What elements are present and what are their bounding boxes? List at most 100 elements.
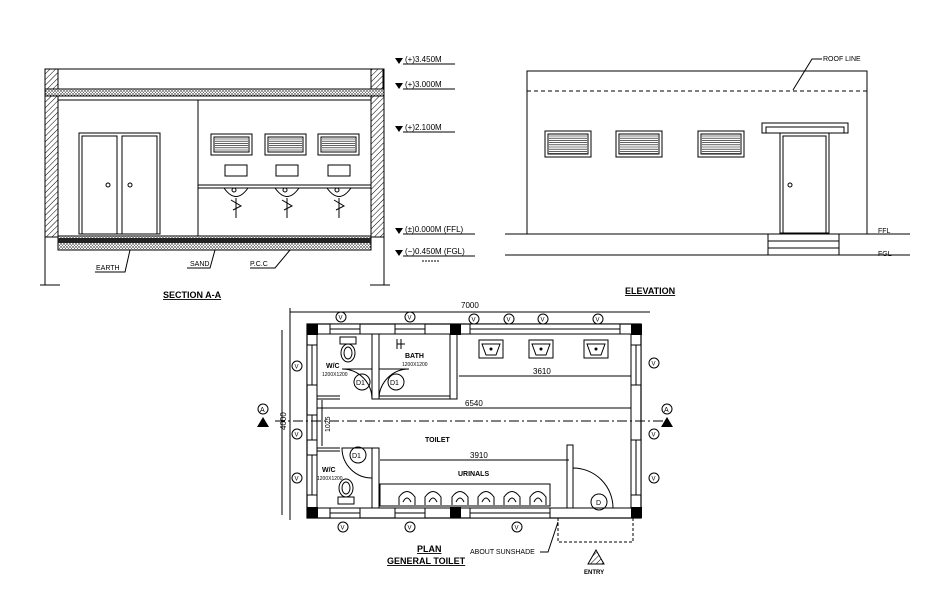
- room-wc-top-size: 1200X1200: [322, 372, 348, 378]
- window-tag-6: V: [592, 313, 604, 325]
- elevation-window-3: [697, 130, 745, 158]
- svg-text:A: A: [664, 407, 669, 414]
- section-mark-left: A: [257, 403, 269, 427]
- svg-text:V: V: [515, 526, 519, 532]
- elevation-door: [761, 122, 849, 256]
- level-5: (−)0.450M (FGL): [405, 247, 465, 256]
- svg-text:V: V: [341, 526, 345, 532]
- dim-urinal-wall: 3910: [470, 451, 488, 460]
- svg-text:V: V: [295, 433, 299, 439]
- svg-text:V: V: [652, 477, 656, 483]
- window-tag-8: V: [291, 428, 303, 440]
- plan-urinal-4: [477, 491, 495, 505]
- elevation-windows: [544, 130, 745, 158]
- label-sand: SAND: [190, 261, 209, 268]
- svg-text:V: V: [408, 526, 412, 532]
- plan-urinal-6: [529, 491, 547, 505]
- plan-title: PLAN: [417, 544, 442, 554]
- svg-text:D: D: [596, 500, 601, 507]
- bath-shower-icon: [396, 339, 405, 349]
- section-a-a: (+)3.450M (+)3.000M (+)2.100M (±)0.000M …: [40, 55, 475, 300]
- plan-basin-3: [583, 339, 609, 359]
- svg-text:V: V: [652, 433, 656, 439]
- dim-corridor: 1025: [325, 416, 332, 432]
- fgl-label: FGL: [878, 251, 892, 258]
- level-4: (±)0.000M (FFL): [405, 225, 464, 234]
- room-wc-bottom-size: 1200X1200: [317, 476, 343, 482]
- svg-text:V: V: [507, 318, 511, 324]
- dim-overall-width: 7000: [461, 301, 479, 310]
- section-double-door: [78, 132, 161, 235]
- elevation: ROOF LINE FFL FGL ELEVATION: [505, 56, 910, 296]
- sunshade-label: ABOUT SUNSHADE: [470, 549, 535, 556]
- entry-label: ENTRY: [584, 570, 604, 576]
- window-tag-14: V: [404, 521, 416, 533]
- window-tag-1: V: [335, 311, 347, 323]
- plan-urinal-1: [398, 491, 416, 505]
- section-basin-3: [326, 164, 352, 218]
- roof-line-label: ROOF LINE: [823, 56, 861, 63]
- section-window-2: [264, 133, 307, 156]
- window-tag-2: V: [404, 311, 416, 323]
- room-wc-bottom: W/C: [322, 467, 336, 474]
- door-tag-d1-a: D1: [353, 373, 371, 391]
- door-tag-d1-c: D1: [349, 446, 367, 464]
- window-tag-15: V: [511, 521, 523, 533]
- plan-urinal-5: [503, 491, 521, 505]
- plan-urinal-3: [451, 491, 469, 505]
- dim-overall-depth: 4000: [279, 412, 288, 430]
- window-tag-3: V: [468, 313, 480, 325]
- section-mark-right: A: [661, 403, 673, 427]
- section-title: SECTION A-A: [163, 290, 222, 300]
- svg-text:V: V: [541, 318, 545, 324]
- section-wash-basins: [223, 164, 352, 218]
- wc-fixture-top: [339, 336, 357, 363]
- section-basin-1: [223, 164, 249, 218]
- level-3: (+)2.100M: [405, 123, 442, 132]
- plan-subtitle: GENERAL TOILET: [387, 556, 466, 566]
- elevation-window-2: [615, 130, 663, 158]
- window-tag-12: V: [648, 472, 660, 484]
- plan-wash-basins: [478, 339, 609, 359]
- section-basin-2: [274, 164, 300, 218]
- window-tag-9: V: [291, 472, 303, 484]
- svg-text:D1: D1: [390, 380, 399, 387]
- window-tags: V V V V V V V V V V V V V V V: [291, 311, 660, 533]
- section-window-3: [317, 133, 360, 156]
- svg-text:V: V: [652, 362, 656, 368]
- plan: 7000 4000 3610 6540 3910 1025 W/C 1200X1…: [257, 301, 673, 576]
- plan-basin-2: [528, 339, 554, 359]
- label-pcc: P.C.C: [250, 261, 268, 268]
- svg-text:V: V: [596, 318, 600, 324]
- door-tag-d1-b: D1: [387, 373, 405, 391]
- plan-urinals: [398, 491, 547, 505]
- elevation-title: ELEVATION: [625, 286, 675, 296]
- elevation-window-1: [544, 130, 592, 158]
- section-windows: [210, 133, 360, 156]
- dim-inner-width: 6540: [465, 399, 483, 408]
- level-1: (+)3.450M: [405, 55, 442, 64]
- plan-basin-1: [478, 339, 504, 359]
- svg-text:V: V: [472, 318, 476, 324]
- window-tag-7: V: [291, 360, 303, 372]
- plan-urinal-2: [424, 491, 442, 505]
- window-tag-13: V: [337, 521, 349, 533]
- svg-text:D1: D1: [352, 453, 361, 460]
- ffl-label: FFL: [878, 228, 891, 235]
- door-tag-d: D: [590, 493, 608, 511]
- window-tag-11: V: [648, 428, 660, 440]
- window-tag-5: V: [537, 313, 549, 325]
- label-earth: EARTH: [96, 265, 120, 272]
- section-window-1: [210, 133, 253, 156]
- window-tag-4: V: [503, 313, 515, 325]
- dim-urinal-run: 3610: [533, 367, 551, 376]
- svg-text:D1: D1: [356, 380, 365, 387]
- svg-text:V: V: [408, 316, 412, 322]
- level-markers: (+)3.450M (+)3.000M (+)2.100M (±)0.000M …: [395, 55, 475, 262]
- svg-text:V: V: [339, 316, 343, 322]
- window-tag-10: V: [648, 357, 660, 369]
- room-bath-size: 1200X1200: [402, 362, 428, 368]
- room-wc-top: W/C: [326, 363, 340, 370]
- svg-text:V: V: [295, 365, 299, 371]
